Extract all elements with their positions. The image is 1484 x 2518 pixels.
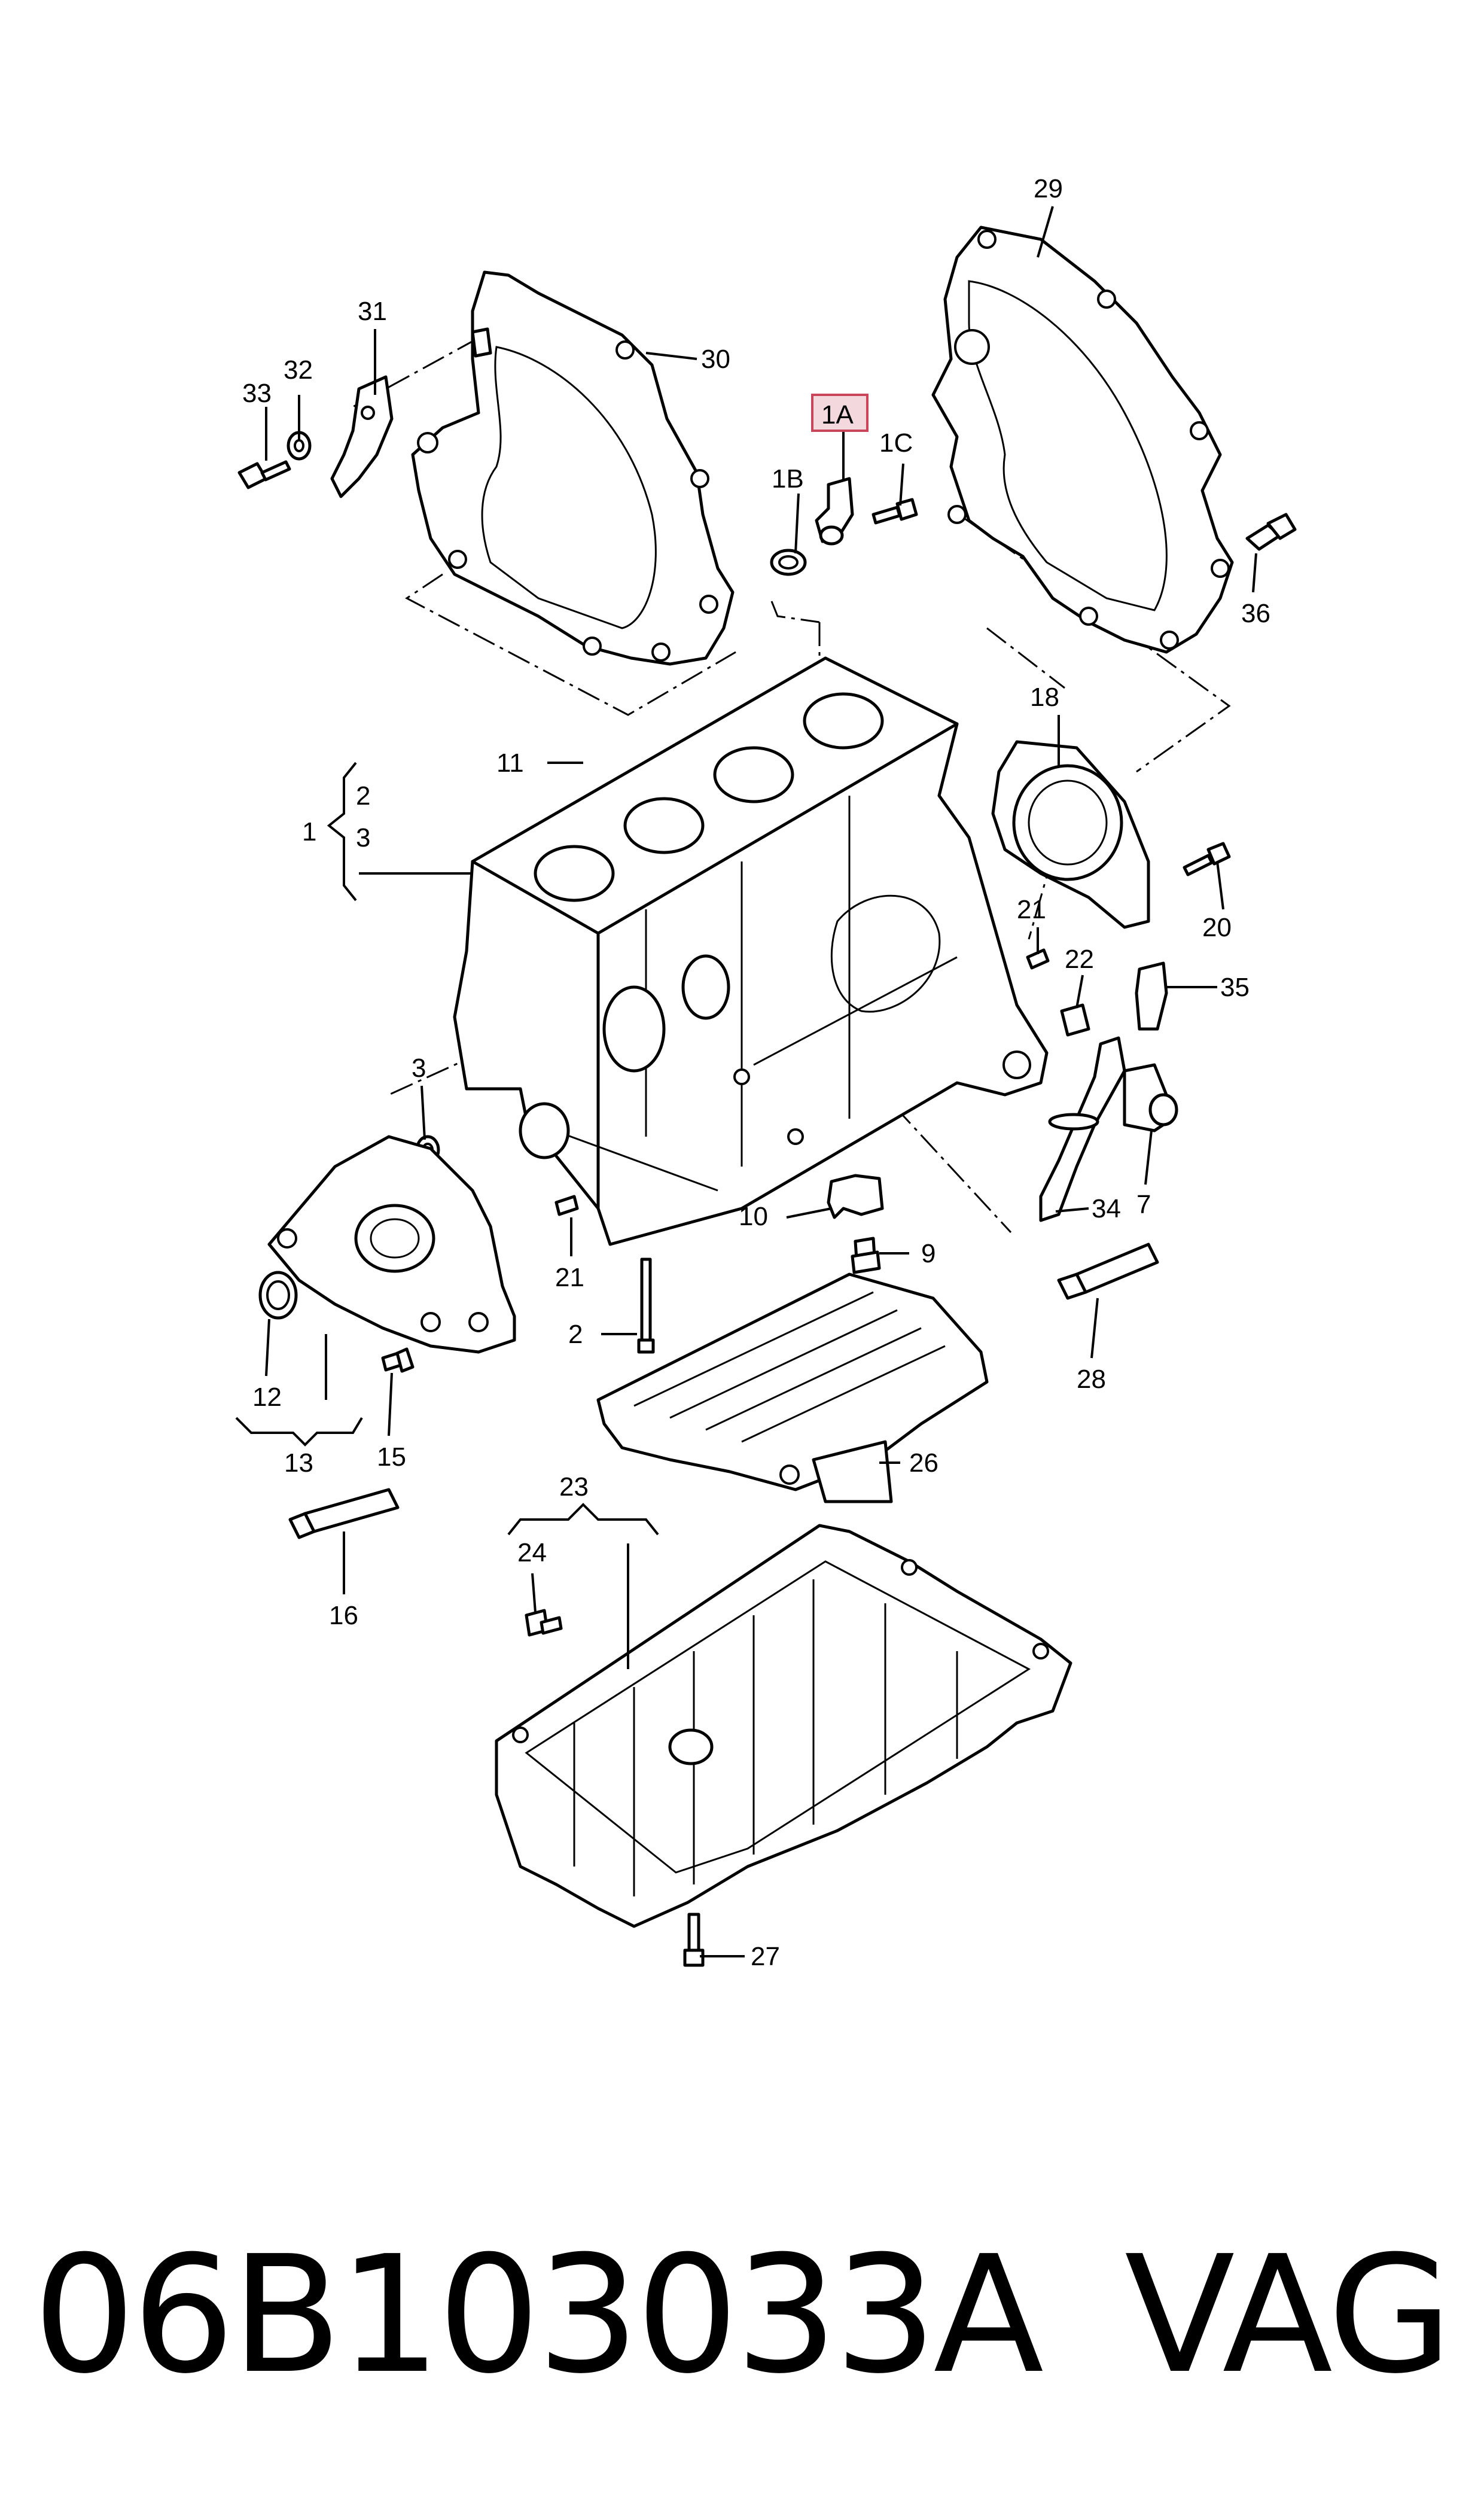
- callout-3-lower: 3: [412, 1054, 426, 1083]
- callout-12: 12: [252, 1383, 282, 1412]
- dipstick-tube-34: [1039, 1036, 1126, 1222]
- callout-3-upper: 3: [356, 823, 370, 852]
- callout-16: 16: [329, 1601, 358, 1630]
- sensor-1A: [815, 477, 854, 546]
- callout-36: 36: [1241, 599, 1270, 628]
- bolt-1C: [871, 498, 918, 525]
- dipstick-cap-35: [1135, 961, 1168, 1031]
- bolt-15: [381, 1347, 415, 1373]
- callout-35: 35: [1220, 973, 1250, 1002]
- callout-1A-highlight: [811, 394, 869, 432]
- callout-30: 30: [701, 345, 730, 374]
- callout-20: 20: [1202, 913, 1232, 942]
- callout-18: 18: [1030, 683, 1059, 712]
- callout-32: 32: [284, 355, 313, 385]
- dowel-21-lower: [554, 1195, 579, 1216]
- callout-27: 27: [751, 1942, 780, 1971]
- bracket-31: [330, 375, 394, 498]
- bolt-33: [237, 460, 291, 489]
- callout-15: 15: [377, 1442, 406, 1472]
- engine-block-1: [453, 656, 1049, 1246]
- callout-33: 33: [242, 379, 272, 408]
- callout-24: 24: [517, 1538, 547, 1567]
- callout-1C: 1C: [879, 428, 913, 458]
- callout-2-upper: 2: [356, 781, 370, 811]
- callout-28: 28: [1077, 1365, 1106, 1394]
- sealant-tube-16: [288, 1488, 400, 1539]
- seal-ring-12: [258, 1271, 298, 1320]
- callout-26: 26: [909, 1448, 938, 1478]
- gasket-plate-29: [931, 226, 1234, 654]
- callout-21-upper: 21: [1017, 895, 1046, 924]
- callout-11: 11: [496, 748, 524, 778]
- callout-7: 7: [1136, 1190, 1151, 1219]
- callout-1A: 1A: [821, 400, 854, 430]
- leader-lines: [235, 206, 1257, 1957]
- oil-jet-10: [827, 1174, 884, 1219]
- seal-flange-18: [991, 740, 1150, 929]
- sensor-7: [1123, 1063, 1178, 1132]
- callout-29: 29: [1034, 174, 1063, 203]
- callout-31: 31: [358, 297, 387, 326]
- bushing-22: [1060, 1003, 1090, 1037]
- bolt-20: [1183, 842, 1231, 876]
- callout-13: 13: [284, 1448, 313, 1478]
- front-cover-13: [267, 1135, 516, 1354]
- callout-21-lower: 21: [555, 1263, 584, 1292]
- callout-10: 10: [739, 1202, 768, 1231]
- callout-34: 34: [1092, 1194, 1121, 1223]
- callout-9: 9: [921, 1239, 936, 1268]
- bolt-9: [851, 1237, 881, 1274]
- callout-23: 23: [559, 1472, 589, 1502]
- oil-pan-23: [495, 1524, 1072, 1928]
- baffle-26: [596, 1272, 989, 1503]
- drain-plug-24: [525, 1609, 563, 1637]
- callout-labels: 29 30 31 32 33 1A 1B 1C 36 11 1 2 3 18 2…: [242, 174, 1270, 1971]
- washer-32: [287, 431, 312, 461]
- gasket-plate-30: [411, 270, 735, 666]
- bolt-36: [1245, 513, 1297, 551]
- callout-1B: 1B: [772, 464, 804, 494]
- part-number-label: 06B103033A: [33, 2221, 1044, 2409]
- brand-label: VAG: [1125, 2221, 1453, 2409]
- seal-1B: [770, 549, 807, 576]
- callout-22: 22: [1065, 945, 1094, 974]
- bolt-27: [683, 1913, 705, 1967]
- sealant-tube-28: [1057, 1243, 1159, 1300]
- callout-2-lower: 2: [568, 1320, 583, 1349]
- bolt-2: [637, 1258, 655, 1354]
- callout-1: 1: [302, 817, 316, 847]
